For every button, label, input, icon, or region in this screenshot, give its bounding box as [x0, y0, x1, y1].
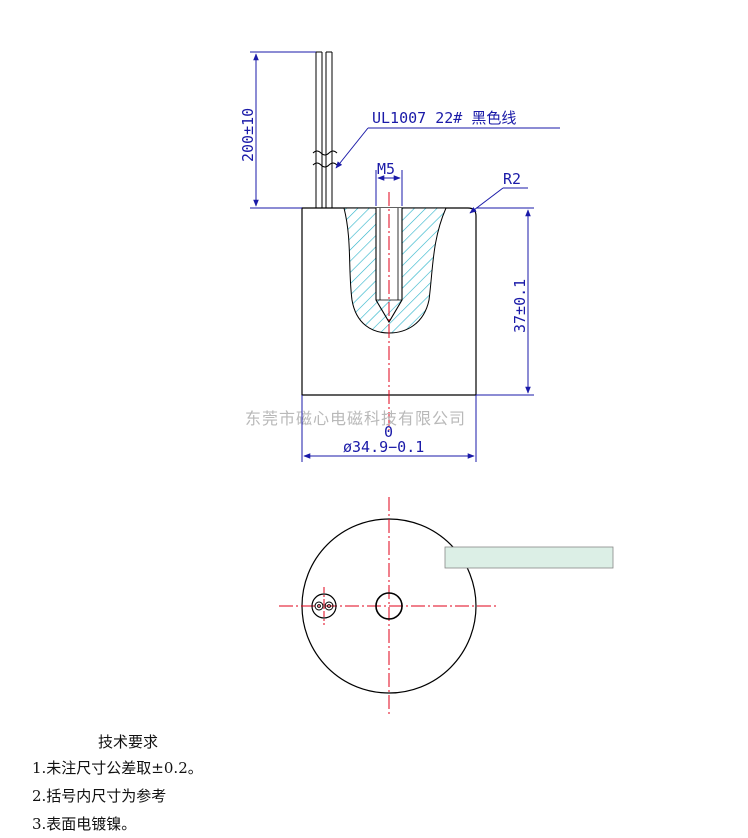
diameter-label: ø34.9−0.1	[343, 438, 424, 456]
thread-label: M5	[377, 160, 395, 178]
thread-dimension	[375, 170, 403, 206]
lead-length-label: 200±10	[239, 108, 257, 162]
radius-label: R2	[503, 170, 521, 188]
height-label: 37±0.1	[511, 279, 529, 333]
note-item-1: 1.未注尺寸公差取±0.2。	[32, 759, 203, 777]
lead-holes	[311, 593, 337, 619]
top-view	[279, 497, 614, 716]
wire-leader	[335, 127, 560, 169]
wire-label: UL1007 22# 黑色线	[372, 109, 516, 127]
side-view: 东莞市磁心电磁科技有限公司 200±10 UL1007 22# 黑色线 M5 R…	[239, 51, 560, 462]
lead-length-dimension	[250, 51, 316, 209]
center-hole	[375, 592, 403, 620]
technical-requirements: 技术要求 1.未注尺寸公差取±0.2。 2.括号内尺寸为参考 3.表面电镀镍。	[32, 730, 332, 838]
radius-leader	[469, 187, 528, 214]
notes-title: 技术要求	[98, 733, 159, 751]
zero-label: 0	[384, 423, 393, 441]
label-box	[444, 546, 614, 569]
height-dimension	[476, 207, 534, 396]
note-item-2: 2.括号内尺寸为参考	[32, 787, 167, 805]
watermark: 东莞市磁心电磁科技有限公司	[245, 409, 466, 428]
lead-wires	[312, 51, 338, 208]
note-item-3: 3.表面电镀镍。	[32, 815, 137, 833]
diameter-dimension	[301, 395, 477, 462]
